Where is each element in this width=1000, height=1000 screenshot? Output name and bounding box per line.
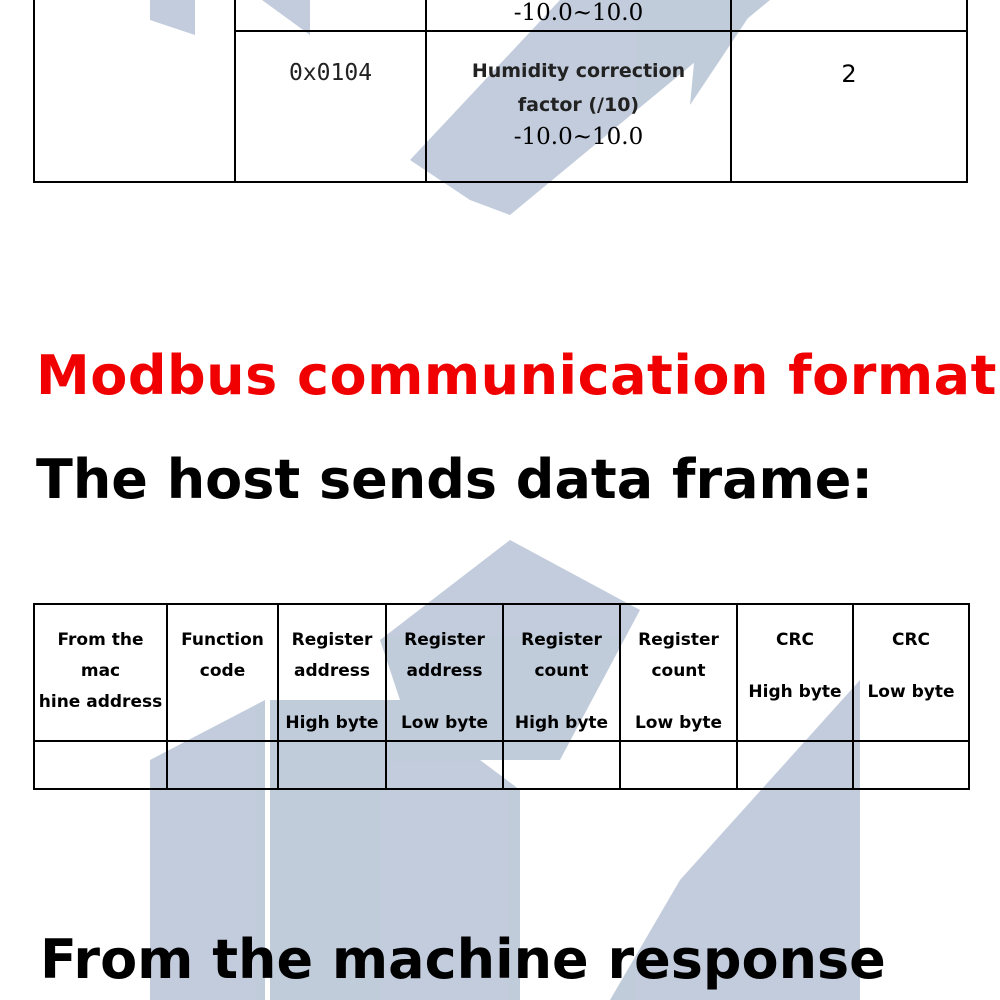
data-cell — [736, 740, 854, 790]
description-range: -10.0~10.0 — [513, 124, 644, 150]
column-header-function-code: Function code — [166, 603, 279, 742]
host-data-frame-table: From the mac hine address Function code … — [33, 603, 970, 790]
data-cell — [619, 740, 738, 790]
merged-cell — [33, 0, 236, 183]
register-value-cell: 2 — [730, 30, 968, 183]
column-header-register-address-high: Register address High byte — [277, 603, 387, 742]
data-cell — [166, 740, 279, 790]
column-header-slave-address: From the mac hine address — [33, 603, 168, 742]
column-header-byte: Low byte — [400, 713, 489, 733]
data-cell — [502, 740, 621, 790]
column-header-register-count-low: Register count Low byte — [619, 603, 738, 742]
data-cell — [33, 740, 168, 790]
column-header-byte: Low byte — [867, 682, 955, 702]
column-header-crc-high: CRC High byte — [736, 603, 854, 742]
column-header-byte: High byte — [514, 713, 609, 733]
column-header-byte: Low byte — [634, 713, 723, 733]
register-description-cell: Humidity correction factor (/10) -10.0~1… — [425, 30, 732, 183]
column-header-crc-low: CRC Low byte — [852, 603, 970, 742]
data-cell — [852, 740, 970, 790]
column-header-label: Register count — [521, 630, 602, 681]
column-header-label: CRC — [891, 630, 931, 650]
description-line-2: factor (/10) — [517, 94, 640, 116]
register-address-cell: 0x0104 — [234, 30, 427, 183]
data-cell — [277, 740, 387, 790]
column-header-label: Function code — [181, 630, 264, 681]
column-header-label: Register count — [638, 630, 719, 681]
data-cell — [385, 740, 504, 790]
column-header-byte: High byte — [285, 713, 379, 733]
host-sends-heading: The host sends data frame: — [36, 448, 873, 511]
column-header-byte: High byte — [748, 682, 842, 702]
column-header-label: From the mac hine address — [38, 630, 163, 712]
machine-response-heading: From the machine response — [40, 928, 886, 991]
column-header-register-address-low: Register address Low byte — [385, 603, 504, 742]
column-header-label: CRC — [775, 630, 815, 650]
previous-row-range: -10.0~10.0 — [425, 0, 732, 32]
empty-cell — [234, 0, 427, 32]
column-header-label: Register address — [404, 630, 485, 681]
column-header-label: Register address — [291, 630, 373, 681]
column-header-register-count-high: Register count High byte — [502, 603, 621, 742]
register-table: -10.0~10.0 0x0104 Humidity correction fa… — [33, 0, 968, 183]
description-line-1: Humidity correction — [471, 60, 686, 82]
empty-cell — [730, 0, 968, 32]
modbus-format-heading: Modbus communication format: — [36, 344, 1000, 407]
